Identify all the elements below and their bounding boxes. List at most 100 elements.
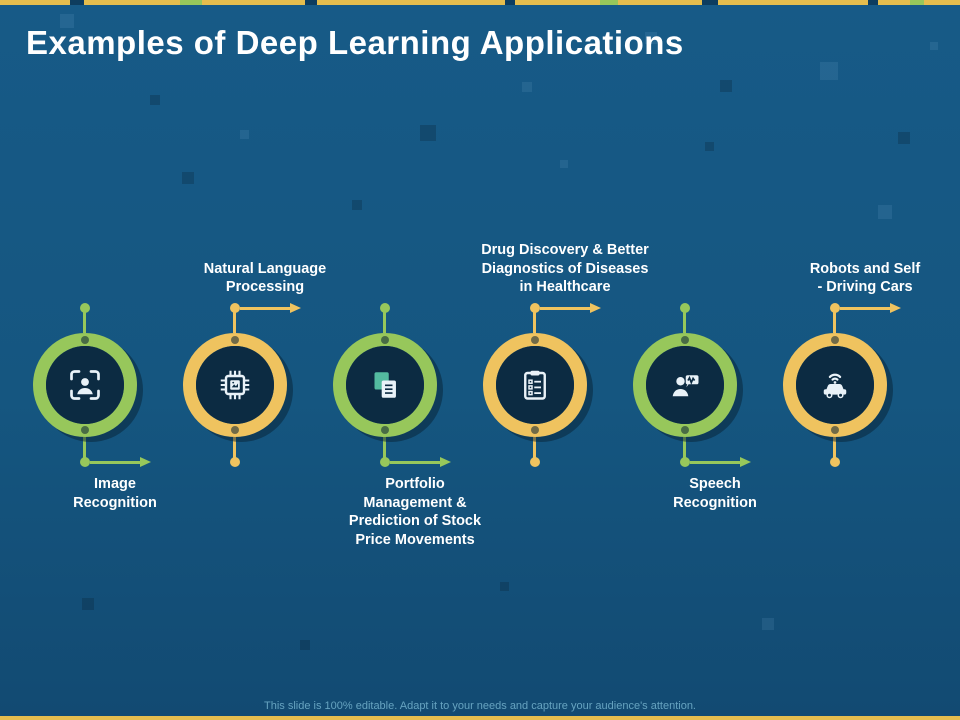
connector-dot-top — [230, 303, 240, 313]
bar-notch — [70, 0, 84, 5]
connector-stem-top — [683, 311, 686, 333]
decor-square — [522, 82, 532, 92]
decor-square — [352, 200, 362, 210]
application-item-portfolio-management: Portfolio Management & Prediction of Sto… — [310, 225, 481, 555]
arrow-right-icon — [840, 303, 904, 313]
arrow-right-icon — [90, 457, 154, 467]
connector-dot-bottom — [230, 457, 240, 467]
item-ring — [783, 333, 887, 437]
item-ring — [183, 333, 287, 437]
connector-dot-top — [380, 303, 390, 313]
application-item-drug-discovery: Drug Discovery & Better Diagnostics of D… — [460, 225, 649, 555]
chip-icon — [196, 346, 274, 424]
connector-dot-top — [80, 303, 90, 313]
documents-icon — [346, 346, 424, 424]
connector-dot-bottom — [80, 457, 90, 467]
decor-square — [500, 582, 509, 591]
item-ring — [333, 333, 437, 437]
face-recognition-icon — [46, 346, 124, 424]
ring-notch — [831, 426, 839, 434]
connector-stem-top — [533, 311, 536, 333]
connector-stem-bottom — [233, 437, 236, 459]
bar-notch — [868, 0, 878, 5]
connector-stem-top — [233, 311, 236, 333]
item-label-natural-language-processing: Natural Language Processing — [203, 260, 327, 296]
ring-notch — [231, 426, 239, 434]
bar-notch — [180, 0, 202, 5]
arrow-right-icon — [240, 303, 304, 313]
ring-notch — [531, 426, 539, 434]
bar-notch — [702, 0, 718, 5]
items-row: Image Recognition Natural Language Proces… — [0, 225, 960, 555]
connector-stem-top — [383, 311, 386, 333]
decor-square — [645, 32, 657, 44]
item-ring — [633, 333, 737, 437]
decor-square — [720, 80, 732, 92]
item-label-drug-discovery: Drug Discovery & Better Diagnostics of D… — [481, 242, 649, 296]
connector-dot-top — [530, 303, 540, 313]
voice-icon — [646, 346, 724, 424]
item-label-speech-recognition: Speech Recognition — [673, 476, 757, 511]
decor-square — [82, 598, 94, 610]
connector-stem-bottom — [683, 437, 686, 459]
bar-notch — [910, 0, 924, 5]
decor-square — [182, 172, 194, 184]
bar-notch — [600, 0, 618, 5]
arrow-right-icon — [540, 303, 604, 313]
connector-stem-top — [83, 311, 86, 333]
ring-notch — [81, 336, 89, 344]
decor-square — [898, 132, 910, 144]
bar-notch — [505, 0, 515, 5]
ring-notch — [831, 336, 839, 344]
connector-stem-bottom — [833, 437, 836, 459]
connector-dot-top — [830, 303, 840, 313]
decor-square — [560, 160, 568, 168]
clipboard-icon — [496, 346, 574, 424]
connector-dot-bottom — [380, 457, 390, 467]
application-item-speech-recognition: Speech Recognition — [610, 225, 760, 555]
item-label-image-recognition: Image Recognition — [73, 476, 157, 511]
item-ring — [483, 333, 587, 437]
ring-notch — [681, 426, 689, 434]
item-label-portfolio-management: Portfolio Management & Prediction of Sto… — [348, 476, 482, 548]
connector-dot-bottom — [680, 457, 690, 467]
connector-stem-bottom — [83, 437, 86, 459]
application-item-natural-language-processing: Natural Language Processing — [160, 225, 326, 555]
arrow-right-icon — [690, 457, 754, 467]
decor-square — [300, 640, 310, 650]
ring-notch — [381, 336, 389, 344]
decor-square — [878, 205, 892, 219]
ring-notch — [81, 426, 89, 434]
decor-square — [262, 44, 270, 52]
decor-square — [150, 95, 160, 105]
decor-square — [930, 42, 938, 50]
application-item-image-recognition: Image Recognition — [10, 225, 160, 555]
connector-stem-bottom — [383, 437, 386, 459]
ring-notch — [531, 336, 539, 344]
decor-square — [762, 618, 774, 630]
decor-square — [60, 14, 74, 28]
connector-stem-bottom — [533, 437, 536, 459]
ring-notch — [681, 336, 689, 344]
bottom-accent-bar — [0, 716, 960, 720]
decor-square — [705, 142, 714, 151]
bar-notch — [305, 0, 317, 5]
item-label-self-driving-cars: Robots and Self - Driving Cars — [809, 260, 921, 296]
application-item-self-driving-cars: Robots and Self - Driving Cars — [760, 225, 920, 555]
decor-square — [820, 62, 838, 80]
car-icon — [796, 346, 874, 424]
decor-square — [240, 130, 249, 139]
ring-notch — [381, 426, 389, 434]
footer-note: This slide is 100% editable. Adapt it to… — [264, 700, 696, 712]
top-accent-bar — [0, 0, 960, 5]
decor-square — [420, 125, 436, 141]
arrow-right-icon — [390, 457, 454, 467]
ring-notch — [231, 336, 239, 344]
connector-dot-top — [680, 303, 690, 313]
connector-dot-bottom — [530, 457, 540, 467]
slide-title: Examples of Deep Learning Applications — [26, 24, 684, 61]
item-ring — [33, 333, 137, 437]
connector-stem-top — [833, 311, 836, 333]
